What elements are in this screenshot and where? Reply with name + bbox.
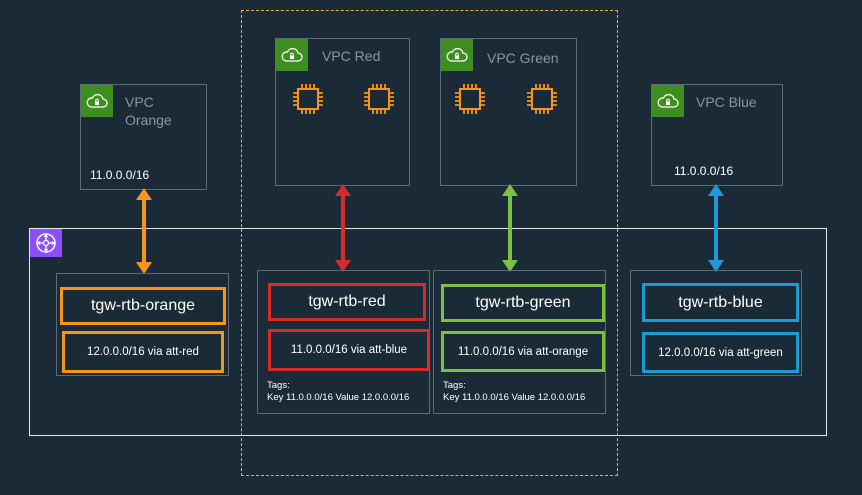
vpc-cloud-lock-icon bbox=[81, 85, 113, 117]
route-table-name: tgw-rtb-red bbox=[268, 283, 426, 321]
route-entry: 11.0.0.0/16 via att-orange bbox=[441, 331, 605, 372]
tags-label: Tags: bbox=[443, 380, 466, 391]
tags-value: Key 11.0.0.0/16 Value 12.0.0.0/16 bbox=[267, 392, 410, 403]
vpc-blue-label: VPC Blue bbox=[696, 94, 757, 110]
ec2-instance-icon bbox=[527, 84, 557, 114]
vpc-red: VPC Red bbox=[275, 38, 410, 186]
vpc-cloud-lock-icon bbox=[276, 39, 308, 71]
vpc-cloud-lock-icon bbox=[652, 85, 684, 117]
route-table-red: tgw-rtb-red 11.0.0.0/16 via att-blue Tag… bbox=[257, 270, 430, 414]
arrow-orange bbox=[136, 188, 152, 274]
vpc-blue-cidr: 11.0.0.0/16 bbox=[674, 164, 734, 178]
route-table-name: tgw-rtb-green bbox=[441, 284, 605, 322]
vpc-red-label: VPC Red bbox=[322, 48, 381, 64]
route-table-name: tgw-rtb-orange bbox=[60, 287, 226, 325]
tags-value: Key 11.0.0.0/16 Value 12.0.0.0/16 bbox=[443, 392, 586, 403]
vpc-green: VPC Green bbox=[440, 38, 577, 186]
route-entry: 12.0.0.0/16 via att-green bbox=[642, 332, 799, 373]
route-table-blue: tgw-rtb-blue 12.0.0.0/16 via att-green bbox=[630, 270, 802, 376]
vpc-orange-cidr: 11.0.0.0/16 bbox=[90, 168, 150, 182]
vpc-green-label: VPC Green bbox=[487, 50, 559, 66]
tags-label: Tags: bbox=[267, 380, 290, 391]
arrow-blue bbox=[708, 184, 724, 272]
vpc-cloud-lock-icon bbox=[441, 39, 473, 71]
arrow-green bbox=[502, 184, 518, 272]
route-entry: 12.0.0.0/16 via att-red bbox=[62, 331, 224, 373]
vpc-blue: VPC Blue 11.0.0.0/16 bbox=[651, 84, 783, 186]
transit-gateway-icon bbox=[30, 229, 62, 257]
ec2-instance-icon bbox=[364, 84, 394, 114]
route-table-name: tgw-rtb-blue bbox=[642, 283, 799, 322]
transit-gateway-container bbox=[29, 228, 827, 436]
vpc-orange-label: VPC Orange bbox=[125, 94, 172, 128]
shared-group-dashed-border bbox=[241, 10, 618, 476]
ec2-instance-icon bbox=[293, 84, 323, 114]
arrow-red bbox=[335, 184, 351, 272]
vpc-orange: VPC Orange 11.0.0.0/16 bbox=[80, 84, 207, 190]
route-entry: 11.0.0.0/16 via att-blue bbox=[268, 329, 430, 371]
route-table-green: tgw-rtb-green 11.0.0.0/16 via att-orange… bbox=[433, 270, 606, 414]
route-table-orange: tgw-rtb-orange 12.0.0.0/16 via att-red bbox=[56, 273, 229, 376]
ec2-instance-icon bbox=[455, 84, 485, 114]
